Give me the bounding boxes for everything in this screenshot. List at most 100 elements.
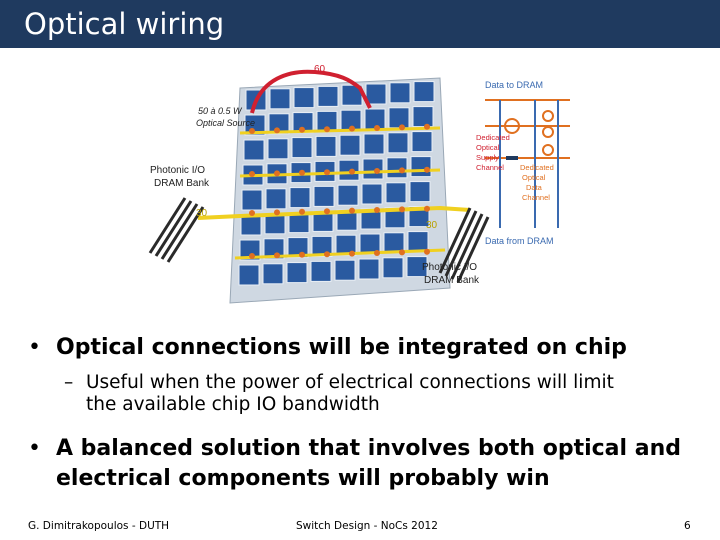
photonic-io-left-line2: DRAM Bank bbox=[154, 178, 210, 189]
chip-tile bbox=[386, 157, 408, 179]
red-waveguide bbox=[250, 69, 372, 114]
chip-tile bbox=[406, 256, 428, 278]
oe-converter-dot bbox=[274, 127, 280, 134]
oe-converter-dot bbox=[274, 209, 280, 216]
chip-tile bbox=[291, 137, 313, 159]
data-from-dram-label: Data from DRAM bbox=[485, 236, 554, 246]
chip-tile bbox=[241, 189, 263, 211]
bw-top-label: 60 bbox=[314, 64, 326, 75]
oe-converter-dot bbox=[299, 169, 305, 176]
chip-tile bbox=[339, 134, 361, 156]
oe-converter-dot bbox=[399, 124, 405, 131]
chip-tile bbox=[387, 132, 409, 154]
oe-converter-dot bbox=[399, 206, 405, 213]
data-line3: Data bbox=[526, 183, 543, 192]
footer-course: Switch Design - NoCs 2012 bbox=[296, 520, 438, 532]
oe-converter-dot bbox=[374, 250, 380, 256]
chip-tile bbox=[337, 184, 359, 206]
oe-converter-dot bbox=[249, 210, 255, 216]
supply-line2: Optical bbox=[476, 143, 500, 152]
oe-converter-dot bbox=[424, 123, 430, 130]
oe-converter-dot bbox=[324, 251, 330, 258]
data-line2: Optical bbox=[522, 173, 546, 182]
optical-source-line1: 50 à 0.5 W bbox=[198, 106, 243, 116]
oe-converter-dot bbox=[299, 126, 305, 133]
chip-tile bbox=[289, 187, 311, 209]
bw-left-label: 30 bbox=[196, 208, 208, 219]
dedicated-supply-label: Dedicated Optical Supply Channel bbox=[476, 133, 512, 172]
chip-tile bbox=[239, 239, 261, 261]
chip-tile bbox=[409, 181, 431, 203]
chip-tile bbox=[313, 185, 335, 207]
oe-converter-dot bbox=[324, 126, 330, 133]
chip-tile bbox=[269, 88, 291, 110]
oe-converter-dot bbox=[399, 249, 405, 256]
bullet-2-dot: • bbox=[28, 436, 41, 461]
chip-tile bbox=[408, 206, 430, 228]
oe-converter-dot bbox=[274, 252, 280, 259]
oe-converter-dot bbox=[349, 250, 355, 257]
footer-author: G. Dimitrakopoulos - DUTH bbox=[28, 520, 170, 532]
oe-converter-dot bbox=[249, 171, 255, 177]
oe-converter-dot bbox=[299, 251, 305, 258]
chip-tile bbox=[334, 259, 356, 281]
footer-page: 6 bbox=[684, 520, 691, 532]
oe-converter-dot bbox=[249, 253, 255, 259]
bw-right-label: 30 bbox=[426, 220, 438, 231]
oe-converter-dot bbox=[374, 125, 380, 131]
oe-converter-dot bbox=[424, 166, 430, 173]
chip-tile bbox=[358, 258, 380, 280]
title-bar: Optical wiring bbox=[0, 0, 720, 48]
oe-converter-dot bbox=[324, 208, 330, 215]
photonic-io-right-line2: DRAM Bank bbox=[424, 275, 480, 286]
chip-tile bbox=[361, 183, 383, 205]
slide-title: Optical wiring bbox=[24, 7, 225, 41]
optical-source-label: 50 à 0.5 W Optical Source bbox=[196, 106, 255, 128]
chip-tile bbox=[412, 106, 434, 128]
bullet-2: • A balanced solution that involves both… bbox=[28, 434, 681, 494]
bullet-1: • Optical connections will be integrated… bbox=[28, 333, 627, 363]
chip-tile bbox=[268, 113, 290, 135]
chip-tile bbox=[338, 159, 360, 181]
bullet-1-text: Optical connections will be integrated o… bbox=[56, 335, 627, 360]
oe-converter-dot bbox=[324, 169, 330, 176]
supply-line3: Supply bbox=[476, 153, 499, 162]
data-to-dram-label: Data to DRAM bbox=[485, 80, 543, 90]
oe-converter-dot bbox=[374, 168, 380, 174]
oe-converter-dot bbox=[349, 125, 355, 132]
oe-converter-dot bbox=[249, 128, 255, 134]
optical-source-line2: Optical Source bbox=[196, 118, 255, 128]
chip-tile bbox=[286, 262, 308, 284]
chip-tile bbox=[389, 82, 411, 104]
chip-tile bbox=[238, 264, 260, 286]
oe-converter-dot bbox=[274, 170, 280, 177]
chip-tile bbox=[388, 107, 410, 129]
photonic-io-left-line1: Photonic I/O bbox=[150, 165, 205, 176]
chip-tile bbox=[310, 260, 332, 282]
data-line1: Dedicated bbox=[520, 163, 554, 172]
bullet-1-dot: • bbox=[28, 335, 41, 360]
chip-tile bbox=[362, 158, 384, 180]
photonic-chip-figure: 60 30 30 50 à 0.5 W Optical Source Photo… bbox=[148, 64, 570, 304]
chip-tile bbox=[363, 133, 385, 155]
fiber-bundle-right bbox=[438, 207, 490, 283]
photonic-io-left-label: Photonic I/O DRAM Bank bbox=[150, 165, 210, 189]
chip-tile bbox=[413, 81, 435, 103]
oe-converter-dot bbox=[299, 208, 305, 215]
chip-tile bbox=[411, 131, 433, 153]
chip-tile bbox=[382, 257, 404, 279]
chip-tile bbox=[365, 83, 387, 105]
chip-tile bbox=[315, 135, 337, 157]
dedicated-data-label: Dedicated Optical Data Channel bbox=[520, 163, 556, 202]
chip-tile bbox=[410, 156, 432, 178]
chip-tile bbox=[240, 214, 262, 236]
chip-tile bbox=[407, 231, 429, 253]
supply-line4: Channel bbox=[476, 163, 504, 172]
tile-grid bbox=[238, 81, 435, 286]
chip-tile bbox=[293, 87, 315, 109]
bullet-2-line2: electrical components will probably win bbox=[56, 466, 550, 491]
sub-bullet-1: – Useful when the power of electrical co… bbox=[64, 372, 614, 416]
chip-tile bbox=[267, 138, 289, 160]
sub-bullet-1-line2: the available chip IO bandwidth bbox=[86, 394, 380, 415]
yellow-waveguides bbox=[197, 126, 471, 260]
